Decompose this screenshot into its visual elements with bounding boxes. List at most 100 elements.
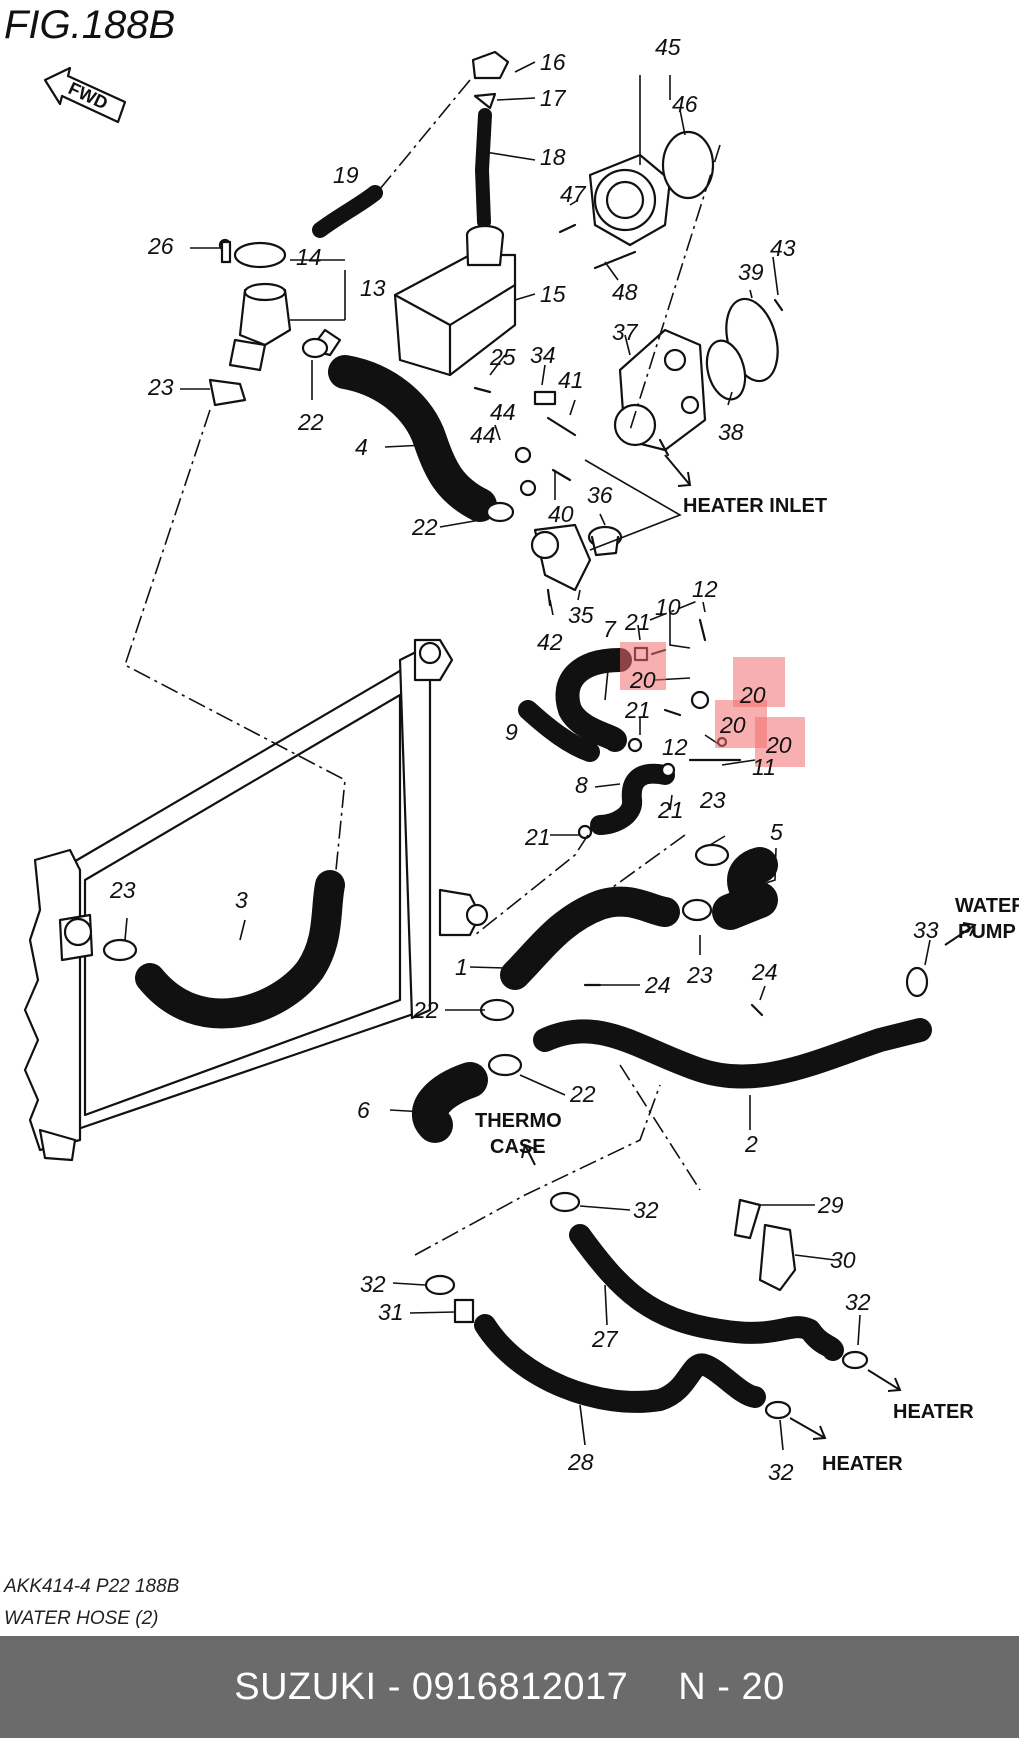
callout-18: 18 xyxy=(540,144,566,170)
callout-12b: 12 xyxy=(662,734,688,760)
figure-title: FIG.188B xyxy=(4,3,175,47)
callout-10: 10 xyxy=(655,594,681,620)
hose-28 xyxy=(474,1314,766,1413)
callout-32a: 32 xyxy=(633,1197,659,1223)
brand-name: SUZUKI xyxy=(234,1665,377,1708)
callout-28: 28 xyxy=(567,1449,594,1475)
callout-46: 46 xyxy=(672,91,698,117)
heater-inlet-label: HEATER INLET xyxy=(683,495,827,517)
parts-diagram: FIG.188B FWD xyxy=(3,3,1019,1629)
callout-8: 8 xyxy=(575,772,588,798)
callout-37: 37 xyxy=(612,319,639,345)
thermo-case-label-1: THERMO xyxy=(475,1110,562,1132)
callout-47: 47 xyxy=(560,181,587,207)
water-pump-label-1: WATER xyxy=(955,895,1019,917)
callout-14: 14 xyxy=(296,244,322,270)
highlight-20a xyxy=(620,642,666,690)
callout-22b: 22 xyxy=(411,514,438,540)
callout-32c: 32 xyxy=(360,1271,386,1297)
bracket-29 xyxy=(733,1198,762,1240)
callout-34: 34 xyxy=(530,342,556,368)
destination-labels: HEATER INLET WATER PUMP THERMO CASE HEAT… xyxy=(475,495,1019,1475)
callout-5: 5 xyxy=(770,819,783,845)
callout-21b: 21 xyxy=(624,697,651,723)
heater-label-b: HEATER xyxy=(822,1453,903,1475)
callout-40: 40 xyxy=(548,501,574,527)
callout-13: 13 xyxy=(360,275,386,301)
callout-31: 31 xyxy=(378,1299,404,1325)
reservoir-tank xyxy=(393,224,517,377)
callout-12a: 12 xyxy=(692,576,718,602)
callout-38: 38 xyxy=(718,419,744,445)
o-ring-46 xyxy=(661,130,715,200)
pipe-2 xyxy=(533,1018,932,1089)
callout-20c: 20 xyxy=(719,712,746,738)
callout-36: 36 xyxy=(587,482,613,508)
callout-3: 3 xyxy=(235,887,248,913)
callout-32b: 32 xyxy=(845,1289,871,1315)
callout-45: 45 xyxy=(655,34,681,60)
hose-4 xyxy=(328,355,497,522)
fwd-arrow-icon: FWD xyxy=(43,66,127,124)
fasteners xyxy=(220,240,764,1017)
callout-39: 39 xyxy=(738,259,764,285)
bracket-30 xyxy=(758,1223,797,1292)
highlight-20b xyxy=(733,657,785,707)
callout-41: 41 xyxy=(558,367,584,393)
callout-16: 16 xyxy=(540,49,566,75)
callout-23b: 23 xyxy=(699,787,726,813)
nozzle-31 xyxy=(453,1298,475,1324)
thermostat-cap xyxy=(530,523,592,592)
hose-3 xyxy=(135,870,345,1029)
thermo-case-label-2: CASE xyxy=(490,1136,546,1158)
callout-21a: 21 xyxy=(624,609,651,635)
callout-17: 17 xyxy=(540,85,567,111)
callout-43: 43 xyxy=(770,235,796,261)
callouts: 16 17 18 19 26 14 13 15 23 22 4 25 34 41… xyxy=(109,34,939,1485)
leader-lines xyxy=(124,61,977,1451)
callout-2: 2 xyxy=(744,1131,758,1157)
highlight-20d xyxy=(755,717,805,767)
reference-code: AKK414-4 P22 188B xyxy=(3,1576,180,1597)
hose-27 xyxy=(569,1224,844,1361)
callout-44b: 44 xyxy=(470,422,496,448)
highlights xyxy=(620,642,805,767)
hose-6 xyxy=(412,1062,488,1143)
water-pump-label-2: PUMP xyxy=(958,921,1016,943)
diagram-reference: N - 20 xyxy=(678,1665,785,1708)
callout-7: 7 xyxy=(603,616,617,642)
callout-1: 1 xyxy=(455,954,468,980)
pin-43 xyxy=(773,298,784,312)
clamps xyxy=(102,337,929,1420)
figure-caption: WATER HOSE (2) xyxy=(4,1608,158,1629)
callout-15: 15 xyxy=(540,281,566,307)
callout-21d: 21 xyxy=(524,824,551,850)
callout-20b: 20 xyxy=(739,682,766,708)
callout-24a: 24 xyxy=(644,972,671,998)
callout-9: 9 xyxy=(505,719,518,745)
hose-7 xyxy=(555,648,632,752)
callout-33: 33 xyxy=(913,917,939,943)
hose-5 xyxy=(712,847,778,930)
callout-23a: 23 xyxy=(147,374,174,400)
callout-42: 42 xyxy=(537,629,563,655)
callout-44a: 44 xyxy=(490,399,516,425)
callout-29: 29 xyxy=(817,1192,844,1218)
callout-22c: 22 xyxy=(412,997,439,1023)
callout-25: 25 xyxy=(489,344,516,370)
part-number: 0916812017 xyxy=(411,1665,629,1708)
callout-27: 27 xyxy=(591,1326,619,1352)
callout-6: 6 xyxy=(357,1097,370,1123)
callout-23d: 23 xyxy=(686,962,713,988)
footer-separator: - xyxy=(387,1665,401,1708)
part-footer-banner: SUZUKI - 0916812017 N - 20 xyxy=(0,1636,1019,1738)
hose-18 xyxy=(475,108,492,229)
callout-20d: 20 xyxy=(765,732,792,758)
callout-19: 19 xyxy=(333,162,359,188)
callout-24b: 24 xyxy=(751,959,778,985)
callout-22d: 22 xyxy=(569,1081,596,1107)
callout-48: 48 xyxy=(612,279,638,305)
callout-4: 4 xyxy=(355,434,368,460)
thermostat-housing xyxy=(613,328,707,457)
heater-label-a: HEATER xyxy=(893,1401,974,1423)
